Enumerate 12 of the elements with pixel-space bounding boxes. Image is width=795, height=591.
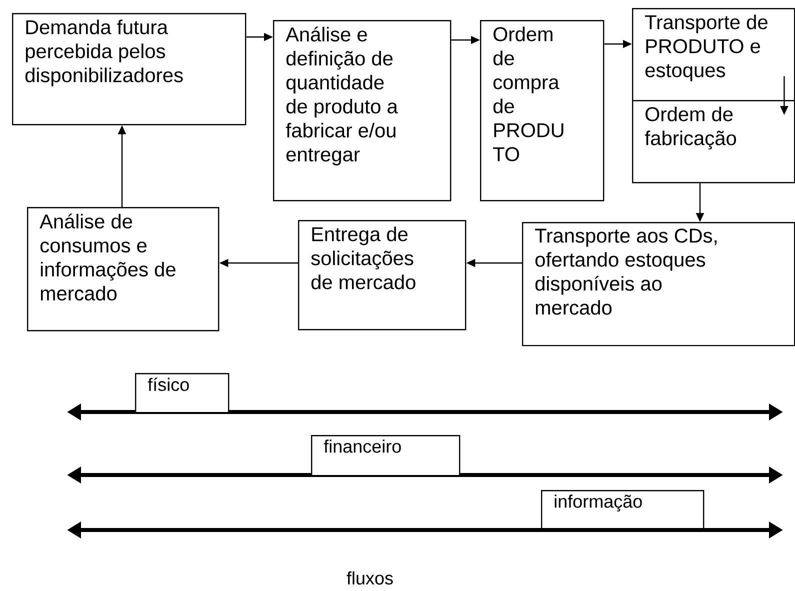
caption-text: fluxos: [346, 571, 393, 585]
process-box: Análise de consumos e informações de mercado: [27, 207, 220, 332]
process-box: Ordem de fabricação: [632, 100, 795, 184]
process-box: Transporte de PRODUTO e estoques: [632, 8, 795, 102]
process-box: Análise e definição de quantidade de produto a fabricar e/ou entregar: [273, 20, 452, 202]
process-box: Entrega de solicitações de mercado: [298, 220, 466, 330]
process-box: Ordem de compra de PRODU TO: [480, 20, 604, 202]
flow-label-box: financeiro: [311, 435, 460, 476]
flow-label-box: informação: [541, 490, 704, 530]
process-box: Transporte aos CDs, ofertando estoques disponíveis ao mercado: [522, 222, 795, 346]
flow-label-box: físico: [135, 373, 230, 414]
process-box: Demanda futura percebida pelos disponibilizadores: [12, 13, 246, 126]
